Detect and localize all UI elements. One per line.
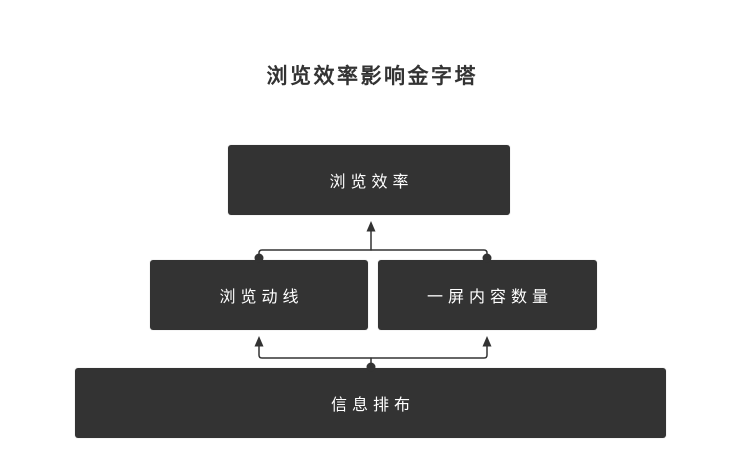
- node-browse-path: 浏览动线: [150, 260, 368, 330]
- arrow-up-icon: [254, 336, 264, 347]
- arrow-up-icon: [482, 336, 492, 347]
- node-label: 浏览效率: [329, 174, 414, 191]
- connector-bottom-to-middle: [254, 336, 492, 372]
- node-label: 浏览动线: [219, 289, 304, 306]
- node-info-layout: 信息排布: [75, 368, 666, 438]
- connector-line: [258, 345, 488, 359]
- diagram-title: 浏览效率影响金字塔: [266, 65, 478, 88]
- node-label: 信息排布: [330, 397, 415, 414]
- connector-middle-to-top: [254, 221, 492, 263]
- node-browse-efficiency: 浏览效率: [228, 145, 510, 215]
- connector-line: [258, 249, 488, 259]
- node-content-per-screen: 一屏内容数量: [378, 260, 597, 330]
- arrow-up-icon: [366, 221, 376, 232]
- node-label: 一屏内容数量: [426, 289, 553, 306]
